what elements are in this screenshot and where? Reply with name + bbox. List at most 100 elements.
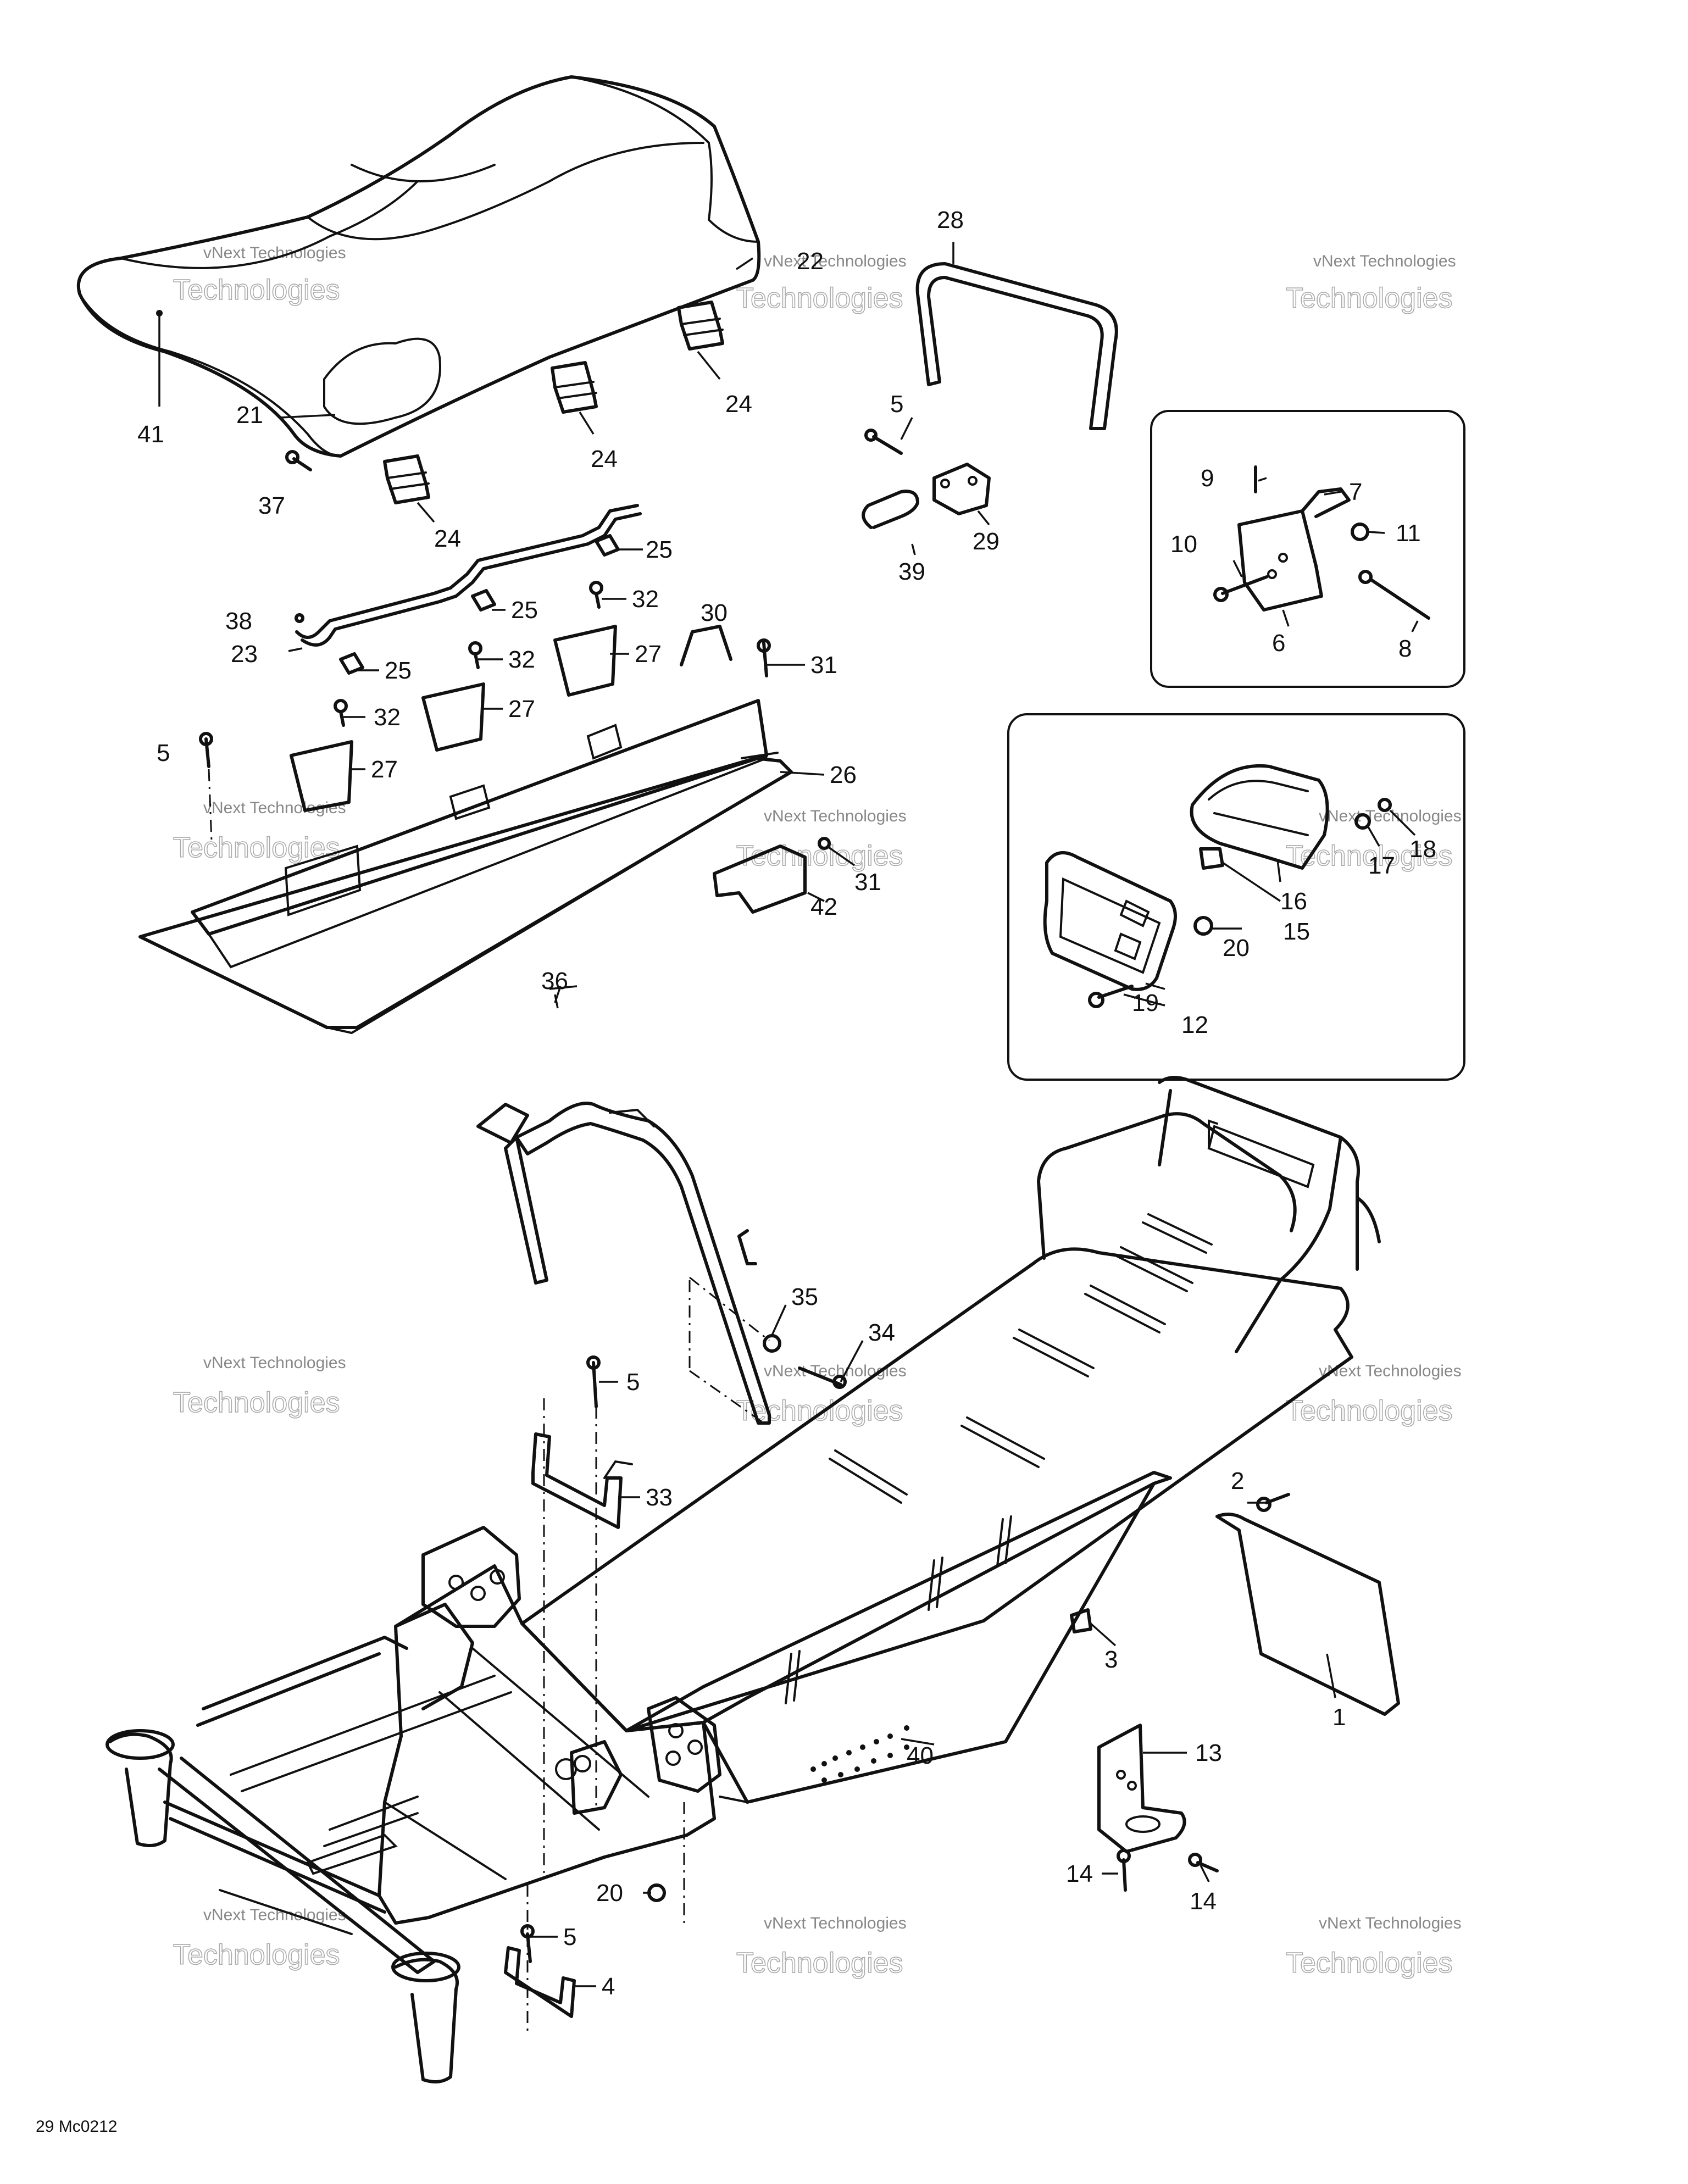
callout-20: 20 [1223, 935, 1250, 962]
callout-31: 31 [854, 869, 881, 896]
svg-text:vNext Technologies: vNext Technologies [1319, 807, 1462, 825]
callout-23: 23 [231, 641, 258, 668]
rivet [295, 613, 304, 623]
screw [1378, 798, 1392, 812]
seat-bracket-rod [295, 504, 642, 647]
callout-8: 8 [1398, 635, 1412, 662]
inset-frame-bracket [1150, 410, 1465, 688]
callout-labels: 41 21 22 37 24 24 24 25 25 25 32 32 32 3… [137, 207, 1436, 2000]
chassis-tunnel [106, 1076, 1381, 2083]
callout-37: 37 [258, 492, 285, 519]
callout-5: 5 [157, 740, 170, 766]
callout-25: 25 [646, 536, 673, 563]
callout-2: 2 [1231, 1468, 1244, 1494]
storage-tray [138, 699, 793, 1035]
seat-hinge [383, 454, 430, 504]
callout-38: 38 [225, 608, 252, 635]
clip [595, 534, 620, 557]
callout-16: 16 [1280, 888, 1307, 915]
callout-13: 13 [1195, 1740, 1222, 1766]
callout-25: 25 [511, 597, 538, 624]
callout-14: 14 [1190, 1888, 1217, 1915]
callout-41: 41 [137, 421, 164, 448]
svg-text:Technologies: Technologies [173, 1387, 340, 1419]
callout-18: 18 [1409, 836, 1436, 863]
inset-frame-taillight [1007, 713, 1465, 1081]
svg-text:vNext Technologies: vNext Technologies [764, 807, 907, 825]
svg-text:vNext Technologies: vNext Technologies [203, 244, 346, 262]
leader-lines [158, 242, 1419, 1987]
callout-34: 34 [868, 1319, 895, 1346]
bracket [553, 625, 617, 697]
screw [285, 450, 312, 471]
callout-39: 39 [898, 558, 925, 585]
callout-20: 20 [596, 1880, 623, 1907]
bracket [421, 682, 485, 752]
assembly-line [208, 769, 213, 841]
grab-handle [915, 262, 1118, 430]
callout-6: 6 [1272, 630, 1285, 657]
svg-text:vNext Technologies: vNext Technologies [764, 252, 907, 270]
callout-9: 9 [1201, 465, 1214, 492]
bolt [1088, 985, 1134, 1008]
callout-26: 26 [830, 762, 857, 788]
callout-5: 5 [563, 1924, 576, 1950]
callout-25: 25 [385, 657, 412, 684]
tray-bracket [713, 844, 807, 914]
rivet [757, 638, 771, 677]
callout-28: 28 [937, 207, 964, 234]
clip [471, 589, 496, 612]
screw [589, 581, 603, 609]
clip [862, 490, 919, 529]
svg-text:Technologies: Technologies [1286, 840, 1453, 872]
bolt [1213, 575, 1268, 602]
svg-text:Technologies: Technologies [173, 1939, 340, 1971]
svg-text:Technologies: Technologies [736, 1947, 903, 1979]
callout-21: 21 [236, 402, 263, 429]
rivet [199, 732, 213, 768]
callout-4: 4 [602, 1973, 615, 2000]
callout-33: 33 [646, 1484, 673, 1511]
rivet [1117, 1849, 1131, 1892]
callout-29: 29 [973, 528, 1000, 555]
svg-text:vNext Technologies: vNext Technologies [1313, 252, 1456, 270]
callout-15: 15 [1283, 918, 1310, 945]
callout-10: 10 [1170, 531, 1197, 558]
callout-22: 22 [797, 248, 824, 275]
rivet [864, 429, 903, 455]
callout-32: 32 [374, 704, 401, 731]
svg-text:Technologies: Technologies [736, 282, 903, 314]
callout-27: 27 [635, 641, 662, 668]
tail-light-lens [1190, 764, 1329, 870]
rivet [520, 1924, 535, 1963]
callout-19: 19 [1132, 990, 1159, 1016]
callout-32: 32 [508, 646, 535, 673]
bolt [1358, 570, 1430, 620]
snow-flap [1215, 1513, 1400, 1716]
handle-bracket [932, 463, 991, 515]
callout-5: 5 [626, 1369, 640, 1396]
rivet [1188, 1853, 1219, 1872]
svg-text:vNext Technologies: vNext Technologies [1319, 1914, 1462, 1932]
clip [339, 652, 364, 675]
nut [1351, 523, 1369, 541]
svg-text:Technologies: Technologies [1286, 1395, 1453, 1427]
callout-27: 27 [371, 756, 398, 783]
tail-bracket [1097, 1724, 1186, 1853]
light-bracket [1237, 487, 1351, 612]
svg-text:Technologies: Technologies [173, 274, 340, 306]
screw [334, 699, 348, 727]
seat-hinge [677, 301, 724, 351]
callout-5: 5 [890, 391, 903, 418]
nut [647, 1883, 666, 1902]
svg-text:Technologies: Technologies [1286, 1947, 1453, 1979]
callout-40: 40 [907, 1742, 934, 1769]
